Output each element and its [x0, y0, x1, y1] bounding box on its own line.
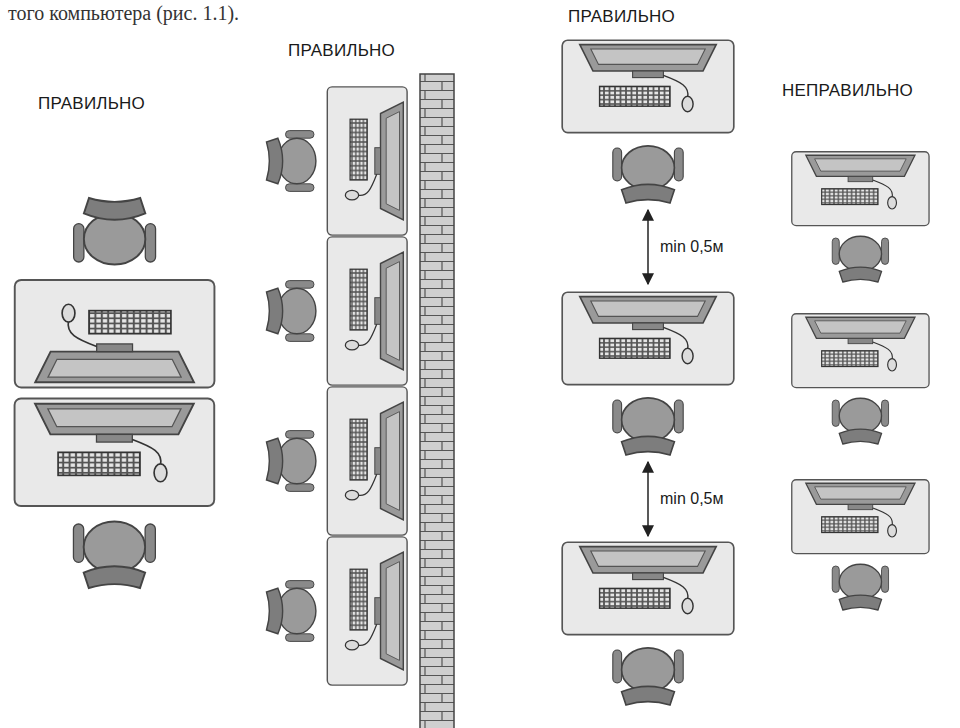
heading-label: НЕПРАВИЛЬНО: [782, 82, 913, 101]
heading-label: ПРАВИЛЬНО: [288, 42, 395, 61]
heading-label: ПРАВИЛЬНО: [568, 8, 675, 27]
dimension-label: min 0,5м: [658, 490, 725, 508]
dimension-label: min 0,5м: [658, 238, 725, 256]
page-text: того компьютера (рис. 1.1).: [8, 2, 239, 24]
heading-label: ПРАВИЛЬНО: [38, 95, 145, 114]
